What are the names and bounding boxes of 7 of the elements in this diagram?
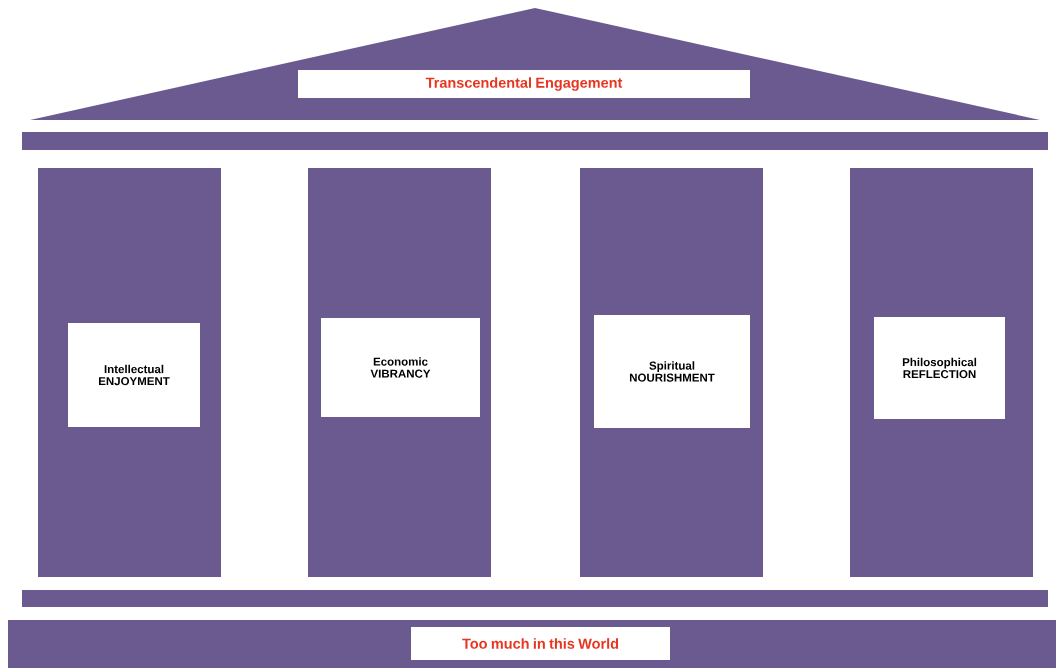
- label-box: Philosophical REFLECTION: [874, 317, 1005, 419]
- node-label: Transcendental Engagement: [425, 77, 623, 91]
- label-box: Too much in this World: [411, 627, 670, 660]
- label-box: Transcendental Engagement: [298, 70, 750, 98]
- label-box: Intellectual ENJOYMENT: [68, 323, 200, 427]
- label-box: Economic VIBRANCY: [321, 318, 480, 417]
- label-box: Spiritual NOURISHMENT: [594, 315, 750, 428]
